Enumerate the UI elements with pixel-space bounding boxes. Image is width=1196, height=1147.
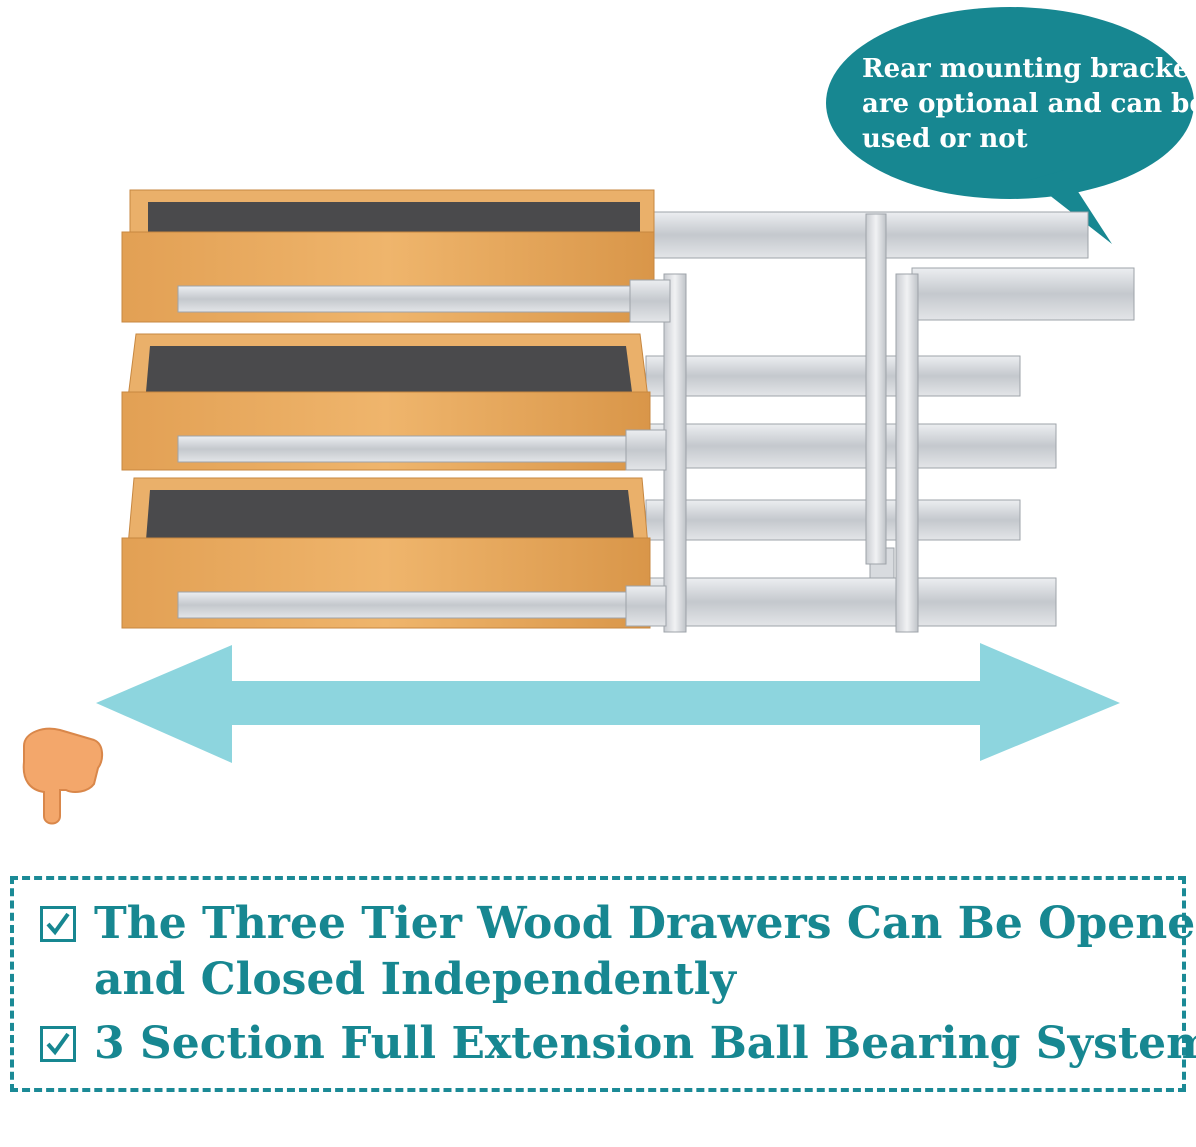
- feature-1-line-1: The Three Tier Wood Drawers Can Be Opene…: [94, 898, 1196, 949]
- rear-rails: [645, 211, 1135, 627]
- speech-bubble-icon: [826, 7, 1194, 244]
- feature-box: The Three Tier Wood Drawers Can Be Opene…: [10, 876, 1196, 1092]
- callout-text: Rear mounting brackets are optional and …: [862, 52, 1196, 157]
- drawer-bottom: [121, 477, 667, 629]
- feature-2-line-1: 3 Section Full Extension Ball Bearing Sy…: [94, 1018, 1196, 1069]
- feature-1-line-2: and Closed Independently: [94, 954, 736, 1005]
- frame-posts: [663, 213, 919, 633]
- drawer-organizer-illustration: [22, 7, 1194, 825]
- callout-line-2: are optional and can be: [862, 89, 1196, 119]
- callout-line-1: Rear mounting brackets: [862, 54, 1196, 84]
- checkbox-checked-icon: [40, 906, 76, 942]
- feature-item: The Three Tier Wood Drawers Can Be Opene…: [40, 896, 1196, 1008]
- checkbox-checked-icon: [40, 1026, 76, 1062]
- drawer-top: [121, 189, 671, 323]
- drawer-middle: [121, 333, 667, 471]
- callout-line-3: used or not: [862, 124, 1028, 154]
- pointing-hand-icon: [22, 727, 104, 825]
- double-arrow-icon: [96, 643, 1120, 763]
- feature-item: 3 Section Full Extension Ball Bearing Sy…: [40, 1016, 1196, 1072]
